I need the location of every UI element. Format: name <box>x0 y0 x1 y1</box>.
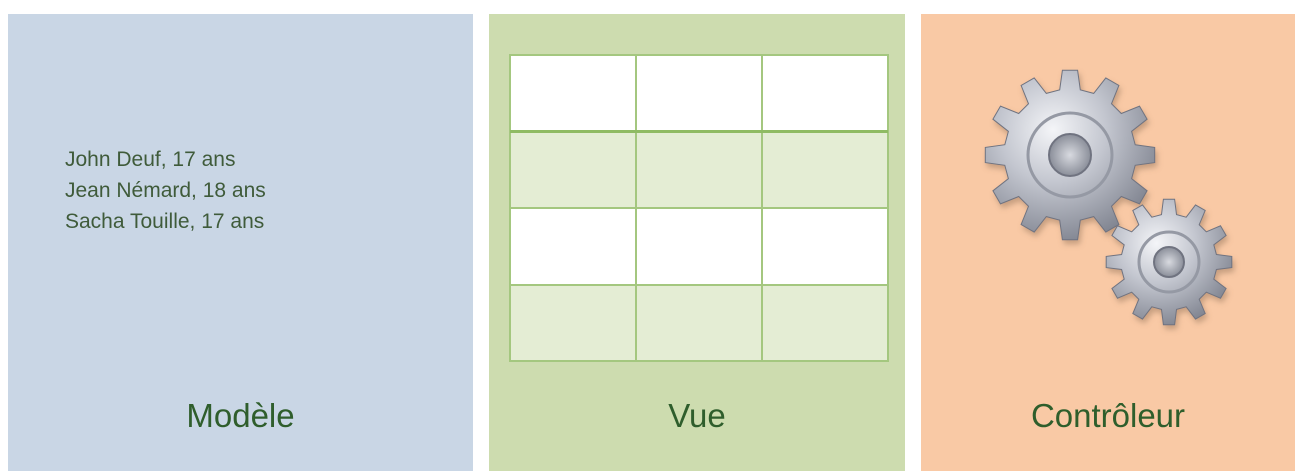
table-cell <box>511 286 635 361</box>
table-cell <box>637 286 761 361</box>
model-panel: John Deuf, 17 ans Jean Némard, 18 ans Sa… <box>8 14 473 471</box>
table-header-cell <box>637 56 761 131</box>
gear-axle-hole <box>1154 247 1184 277</box>
table-header-cell <box>763 56 887 131</box>
table-grid-icon <box>509 54 889 362</box>
model-record: Sacha Touille, 17 ans <box>65 206 266 237</box>
table-cell <box>511 133 635 208</box>
table-header-rule <box>510 130 888 133</box>
model-caption: Modèle <box>8 397 473 435</box>
table-cell <box>637 133 761 208</box>
small-gear-icon <box>1106 199 1232 325</box>
controller-caption: Contrôleur <box>921 397 1295 435</box>
table-cell <box>763 133 887 208</box>
model-record: John Deuf, 17 ans <box>65 144 266 175</box>
table-header-cell <box>511 56 635 131</box>
large-gear-icon <box>985 70 1154 239</box>
view-caption: Vue <box>489 397 905 435</box>
table-cell <box>763 286 887 361</box>
table-cell <box>511 209 635 284</box>
view-panel: Vue <box>489 14 905 471</box>
gears-icon <box>921 14 1295 397</box>
model-record: Jean Némard, 18 ans <box>65 175 266 206</box>
table-cell <box>763 209 887 284</box>
model-records-list: John Deuf, 17 ans Jean Némard, 18 ans Sa… <box>65 144 266 237</box>
gear-axle-hole <box>1049 134 1091 176</box>
controller-panel: Contrôleur <box>921 14 1295 471</box>
table-cell <box>637 209 761 284</box>
